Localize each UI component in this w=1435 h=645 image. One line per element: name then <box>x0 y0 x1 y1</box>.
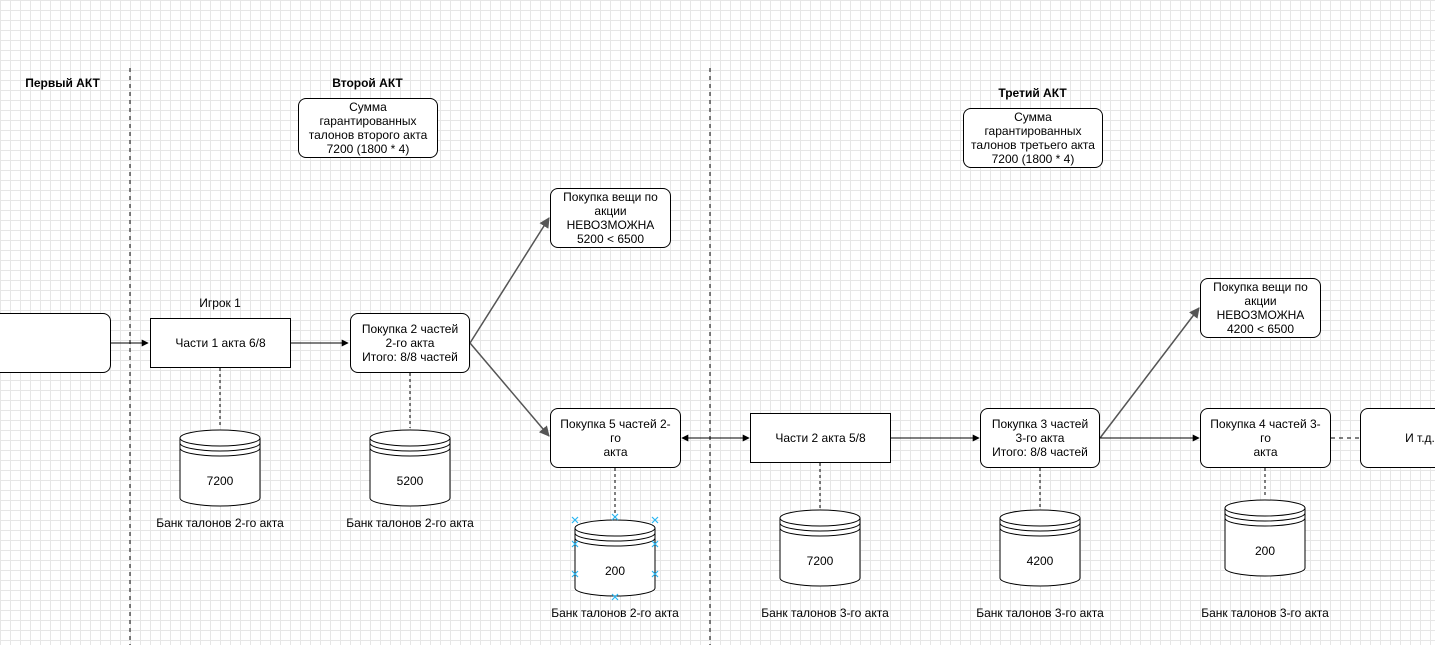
act-heading-second: Второй АКТ <box>332 76 403 90</box>
bank-cylinder[interactable]: 4200 <box>999 509 1081 587</box>
arrow-buy2-to-buy5 <box>469 342 550 437</box>
act-heading-third: Третий АКТ <box>998 86 1067 100</box>
arrow-buy3-to-impossible2 <box>1099 307 1200 439</box>
bank-cylinder-selected[interactable]: 200 <box>571 513 659 601</box>
start-node[interactable] <box>0 313 111 373</box>
bank-value: 200 <box>605 564 625 578</box>
node-parts-act2[interactable]: Части 2 акта 5/8 <box>750 413 891 463</box>
bank-value: 7200 <box>807 554 834 568</box>
node-purchase-impossible-2[interactable]: Покупка вещи по акции НЕВОЗМОЖНА 4200 < … <box>1200 278 1321 338</box>
node-etc[interactable]: И т.д. <box>1360 408 1435 468</box>
node-buy-2-parts[interactable]: Покупка 2 частей 2-го акта Итого: 8/8 ча… <box>350 313 470 373</box>
bank-value: 7200 <box>207 474 234 488</box>
bank-cylinder[interactable]: 5200 <box>369 429 451 507</box>
bank-value: 200 <box>1255 544 1275 558</box>
player-label: Игрок 1 <box>199 296 241 310</box>
bank-label: Банк талонов 2-го акта <box>156 516 284 530</box>
node-buy-5-parts[interactable]: Покупка 5 частей 2-го акта <box>550 408 681 468</box>
bank-cylinder[interactable]: 7200 <box>179 429 261 507</box>
bank-label: Банк талонов 2-го акта <box>346 516 474 530</box>
bank-label: Банк талонов 3-го акта <box>761 606 889 620</box>
bank-label: Банк талонов 3-го акта <box>1201 606 1329 620</box>
node-buy-4-parts[interactable]: Покупка 4 частей 3-го акта <box>1200 408 1331 468</box>
note-sum-second-act[interactable]: Сумма гарантированных талонов второго ак… <box>298 98 438 158</box>
act-heading-first: Первый АКТ <box>25 76 100 90</box>
node-purchase-impossible-1[interactable]: Покупка вещи по акции НЕВОЗМОЖНА 5200 < … <box>550 188 671 248</box>
selection-handles <box>571 513 659 601</box>
bank-label: Банк талонов 2-го акта <box>551 606 679 620</box>
arrow-buy2-to-impossible1 <box>469 217 550 344</box>
bank-cylinder[interactable]: 7200 <box>779 509 861 587</box>
note-sum-third-act[interactable]: Сумма гарантированных талонов третьего а… <box>963 108 1103 168</box>
bank-value: 4200 <box>1027 554 1054 568</box>
bank-label: Банк талонов 3-го акта <box>976 606 1104 620</box>
bank-value: 5200 <box>397 474 424 488</box>
node-parts-act1[interactable]: Части 1 акта 6/8 <box>150 318 291 368</box>
bank-cylinder[interactable]: 200 <box>1224 499 1306 577</box>
node-buy-3-parts[interactable]: Покупка 3 частей 3-го акта Итого: 8/8 ча… <box>980 408 1100 468</box>
